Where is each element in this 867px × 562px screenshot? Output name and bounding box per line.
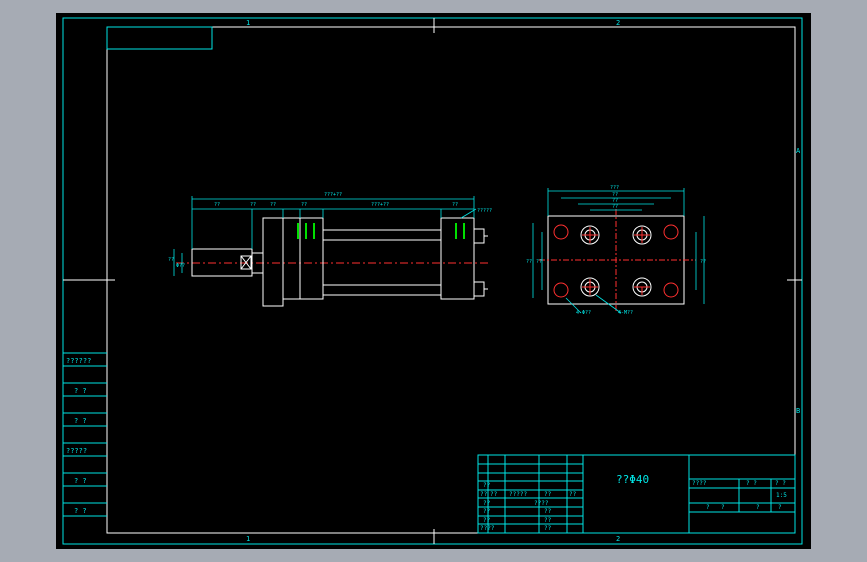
dim-overall: ???+?? [324,192,342,198]
drawing-title: ??Φ40 [616,473,649,486]
strip-label-3: ? ? [74,417,87,425]
strip-label-6: ? ? [74,507,87,515]
flange-dim-1: ??? [610,185,619,191]
strip-label-1: ?????? [66,357,91,365]
flange-dim-2: ?? [612,192,618,198]
cylinder-end-view [532,188,705,314]
tb-label-4: ?? [544,491,552,498]
flange-side-3: ?? [700,259,706,265]
tb-rb-1: ? [706,504,710,511]
tb-label-8: ?? [544,508,552,515]
zone-ticks [63,18,802,544]
flange-dim-3: ?? [612,198,618,204]
dim-seg-2: ?? [250,202,256,208]
tb-label-14: ?? [483,482,491,489]
tb-rb-2: ? [721,504,725,511]
tb-label-10: ?? [483,517,491,524]
zone-bottom-2: 2 [616,535,620,543]
dim-seg-1: ?? [214,202,220,208]
tb-right-3: ? ? [775,480,786,487]
hole-note-2: 4-M?? [618,310,633,316]
zone-top-2: 2 [616,19,620,27]
hole-note-1: 4-Φ?? [576,310,591,316]
left-strip [63,352,107,517]
tb-label-12: ?? [544,525,552,532]
zone-top-1: 1 [246,19,250,27]
dim-end: ?? [168,257,174,263]
title-block [477,454,796,534]
tb-scale: 1:5 [776,492,787,499]
tb-label-9: ?? [483,508,491,515]
tb-label-6: ?? [483,500,491,507]
cylinder-side-view [173,196,491,307]
flange-side-2: ?? [536,259,542,265]
tb-right-1: ???? [692,480,707,487]
tb-rb-4: ? [778,504,782,511]
cad-viewport[interactable]: 1 2 1 2 A B ?????? ? ? ? ? ????? ? ? ? ? [56,13,811,549]
tb-right-2: ? ? [746,480,757,487]
outer-frame [62,17,803,545]
dim-stroke: ???+?? [371,202,389,208]
dim-port-note: ????? [477,208,492,214]
tb-label-13: ???? [480,525,495,532]
zone-bottom-1: 1 [246,535,250,543]
inner-frame [106,26,796,534]
tb-label-7: ???? [534,500,549,507]
tb-label-5: ?? [569,491,577,498]
dim-seg-3: ?? [270,202,276,208]
zone-right-b: B [796,407,800,415]
corner-box [106,26,213,50]
dim-rod: Φ?? [176,263,185,269]
strip-label-4: ????? [66,447,87,455]
flange-side-1: ?? [526,259,532,265]
strip-label-5: ? ? [74,477,87,485]
flange-dim-4: ?? [612,204,618,210]
tb-label-1: ?? [480,491,488,498]
tb-label-3: ????? [509,491,527,498]
dim-right-seg: ?? [452,202,458,208]
zone-right-a: A [796,147,801,155]
tb-label-11: ?? [544,517,552,524]
tb-label-2: ?? [490,491,498,498]
dim-seg-4: ?? [301,202,307,208]
drawing-canvas: 1 2 1 2 A B ?????? ? ? ? ? ????? ? ? ? ? [62,17,803,545]
tb-rb-3: ? [756,504,760,511]
strip-label-2: ? ? [74,387,87,395]
